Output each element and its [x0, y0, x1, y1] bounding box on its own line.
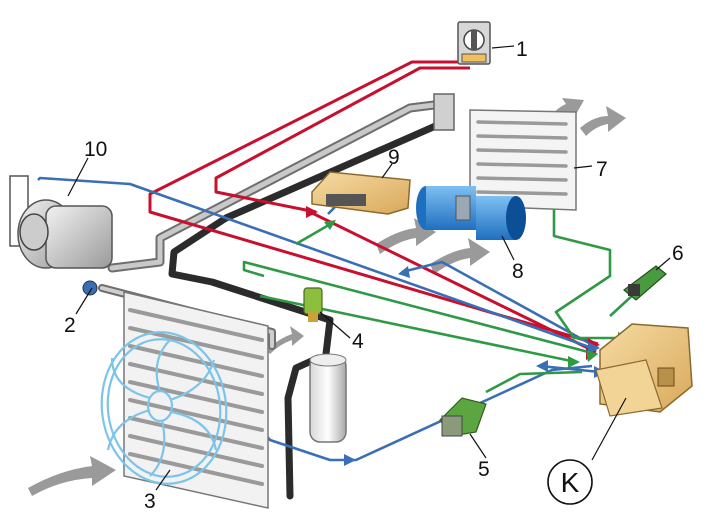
- callout-1: 1: [516, 38, 528, 61]
- sensor-icon: [623, 265, 667, 301]
- callout-10: 10: [84, 138, 107, 161]
- condenser-icon: [123, 291, 269, 509]
- airflow-arrow-icon: [430, 238, 490, 274]
- red-wires: [148, 60, 599, 354]
- callout-9: 9: [388, 146, 400, 169]
- callout-7: 7: [596, 158, 608, 181]
- callout-6: 6: [672, 242, 684, 265]
- circle-label-text: K: [561, 467, 580, 498]
- control-module-icon: [595, 323, 693, 417]
- sensor-icon: [303, 287, 323, 322]
- callout-4: 4: [352, 330, 364, 353]
- receiver-drier-icon: [309, 353, 347, 443]
- leader-lines: [67, 45, 671, 491]
- airflow-arrow-icon: [28, 456, 116, 496]
- ecu-icon: [311, 171, 411, 215]
- callout-3: 3: [144, 490, 156, 513]
- wire-arrowheads: [306, 198, 630, 466]
- fan-icon: [100, 331, 228, 485]
- callout-labels: 1 2 3 4 5 6 7 8 9 10: [64, 38, 684, 513]
- airflow-arrow-icon: [580, 106, 626, 136]
- temperature-control-icon: [457, 21, 491, 65]
- sensor-icon: [439, 397, 487, 437]
- callout-8: 8: [512, 260, 524, 283]
- callout-2: 2: [64, 314, 76, 337]
- circle-label-k: K: [547, 459, 593, 505]
- compressor-icon: [9, 175, 113, 296]
- evaporator-icon: [433, 93, 577, 211]
- callout-5: 5: [478, 458, 490, 481]
- suction-pipe-core: [109, 101, 445, 271]
- blower-icon: [416, 186, 526, 240]
